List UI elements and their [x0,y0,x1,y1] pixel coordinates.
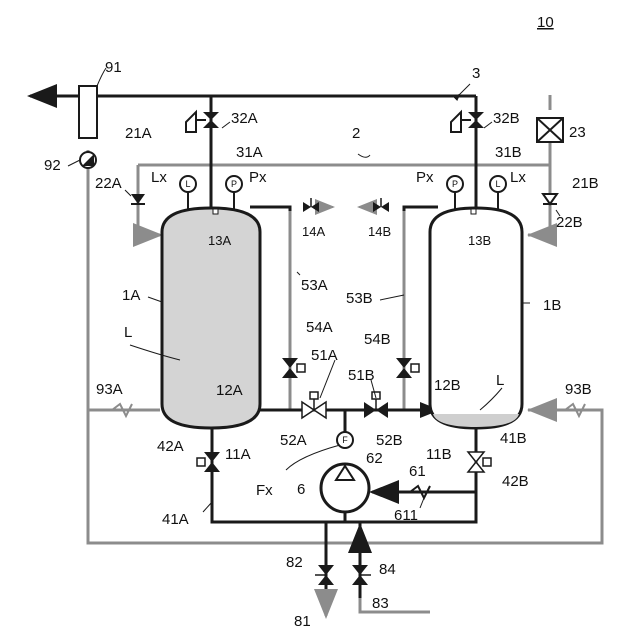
label-53b: 53B [346,290,373,307]
svg-text:L: L [185,179,190,189]
label-l-b: L [496,372,504,389]
box-23 [537,118,563,142]
valve-32a [186,112,219,132]
label-41b: 41B [500,430,527,447]
label-611: 611 [394,507,418,524]
valve-52a [302,392,326,418]
level-sensor-lx-a: L [180,176,196,210]
valve-42b [468,452,491,472]
valve-42a [197,452,220,472]
label-px-b: Px [416,169,434,186]
svg-text:F: F [342,435,348,445]
label-6: 6 [297,481,305,498]
filter-91 [79,86,97,138]
svg-text:P: P [231,179,237,189]
label-21a: 21A [125,125,152,142]
svg-text:P: P [452,179,458,189]
label-l-a: L [124,324,132,341]
label-54a: 54A [306,319,333,336]
label-92: 92 [44,157,61,174]
valve-54a [282,358,305,378]
label-42b: 42B [502,473,529,490]
label-52a: 52A [280,432,307,449]
figure-number: 10 [537,14,554,31]
label-2: 2 [352,125,360,142]
label-42a: 42A [157,438,184,455]
label-fx: Fx [256,482,273,499]
label-lx-a: Lx [151,169,167,186]
label-81: 81 [294,613,311,630]
gauge-92 [80,152,96,168]
valve-84 [352,565,371,585]
pressure-sensor-px-b: P [447,176,463,210]
valve-82 [315,565,334,585]
label-52b: 52B [376,432,403,449]
label-41a: 41A [162,511,189,528]
level-sensor-lx-b: L [490,176,506,210]
pressure-sensor-px-a: P [226,176,242,210]
label-12a: 12A [216,382,243,399]
label-32b: 32B [493,110,520,127]
label-11a: 11A [225,446,251,463]
check-valve-22b [543,194,557,204]
port-13a [213,209,218,214]
label-61: 61 [409,463,426,480]
label-14b: 14B [368,224,391,239]
label-22a: 22A [95,175,122,192]
label-31b: 31B [495,144,522,161]
label-82: 82 [286,554,303,571]
port-13b [471,209,476,214]
label-px-a: Px [249,169,267,186]
svg-text:L: L [495,179,500,189]
label-54b: 54B [364,331,391,348]
label-13a: 13A [208,233,231,248]
label-11b: 11B [426,446,452,463]
label-3: 3 [472,65,480,82]
valve-32b [451,112,484,132]
label-12b: 12B [434,377,461,394]
label-31a: 31A [236,144,263,161]
valve-14b [373,198,389,212]
label-1a: 1A [122,287,140,304]
label-91: 91 [105,59,122,76]
label-14a: 14A [302,224,325,239]
label-1b: 1B [543,297,561,314]
label-21b: 21B [572,175,599,192]
label-lx-b: Lx [510,169,526,186]
pump-6 [321,464,369,512]
valve-54b [396,358,419,378]
valve-52b [364,392,388,418]
label-53a: 53A [301,277,328,294]
label-84: 84 [379,561,396,578]
label-83: 83 [372,595,389,612]
label-32a: 32A [231,110,258,127]
label-62: 62 [366,450,383,467]
check-valve-22a [131,194,145,204]
label-93b: 93B [565,381,592,398]
label-51b: 51B [348,367,375,384]
label-22b: 22B [556,214,583,231]
valve-14a [303,198,319,212]
label-93a: 93A [96,381,123,398]
label-13b: 13B [468,233,491,248]
label-51a: 51A [311,347,338,364]
label-23: 23 [569,124,586,141]
